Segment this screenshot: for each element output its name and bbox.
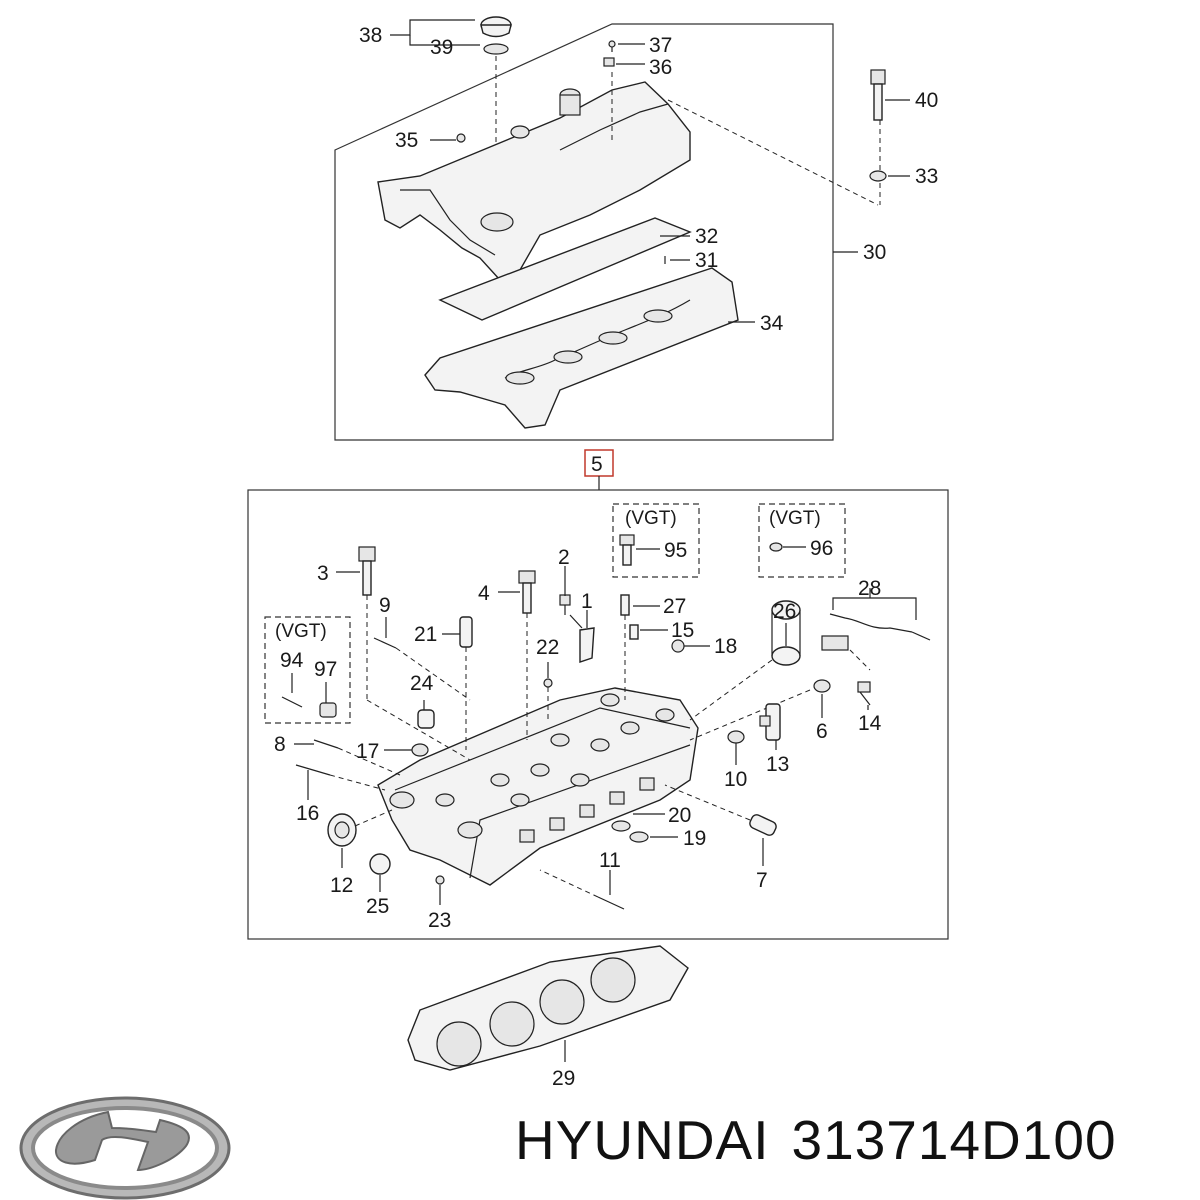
label-14: 14 xyxy=(858,712,882,735)
label-95: 95 xyxy=(664,539,687,562)
rocker-cover-gasket xyxy=(424,267,739,429)
hyundai-logo xyxy=(19,1096,231,1200)
label-27: 27 xyxy=(663,595,686,618)
label-9: 9 xyxy=(379,594,391,617)
head-parts xyxy=(295,546,931,910)
label-17: 17 xyxy=(356,740,379,763)
label-21: 21 xyxy=(414,623,437,646)
label-26: 26 xyxy=(773,600,796,623)
label-23: 23 xyxy=(428,909,451,932)
label-29: 29 xyxy=(552,1067,575,1090)
label-38: 38 xyxy=(359,24,382,47)
oil-baffle-plate xyxy=(438,217,692,321)
cover-hardware xyxy=(456,40,616,143)
vgt-box-95 xyxy=(612,503,700,578)
label-11: 11 xyxy=(599,849,621,872)
label-10: 10 xyxy=(724,768,747,791)
label-40: 40 xyxy=(915,89,938,112)
label-33: 33 xyxy=(915,165,938,188)
rocker-cover xyxy=(377,72,881,281)
label-3: 3 xyxy=(317,562,329,585)
cover-bolt xyxy=(869,69,887,182)
label-34: 34 xyxy=(760,312,784,335)
label-7: 7 xyxy=(756,869,768,892)
label-36: 36 xyxy=(649,56,672,79)
label-31: 31 xyxy=(695,249,718,272)
vgt-label-c: (VGT) xyxy=(275,621,327,642)
label-6: 6 xyxy=(816,720,828,743)
label-16: 16 xyxy=(296,802,319,825)
label-37: 37 xyxy=(649,34,672,57)
vgt-box-94-97 xyxy=(264,616,351,724)
label-97: 97 xyxy=(314,658,337,681)
part-number: 313714D100 xyxy=(791,1109,1117,1171)
label-96: 96 xyxy=(810,537,833,560)
label-8: 8 xyxy=(274,733,286,756)
head-group-frame xyxy=(247,489,949,940)
label-18: 18 xyxy=(714,635,737,658)
head-leaders xyxy=(294,566,869,905)
label-24: 24 xyxy=(410,672,434,695)
brand-name: HYUNDAI xyxy=(515,1109,770,1171)
cylinder-head xyxy=(377,687,699,886)
assembly-5-tag: 5 xyxy=(584,449,614,490)
label-25: 25 xyxy=(366,895,389,918)
caption: HYUNDAI 313714D100 xyxy=(515,1108,1195,1188)
label-30: 30 xyxy=(863,241,886,264)
vgt-label-a: (VGT) xyxy=(625,508,677,529)
label-19: 19 xyxy=(683,827,706,850)
label-2: 2 xyxy=(558,546,570,569)
label-94: 94 xyxy=(280,649,304,672)
label-12: 12 xyxy=(330,874,353,897)
label-39: 39 xyxy=(430,36,453,59)
label-4: 4 xyxy=(478,582,490,605)
label-22: 22 xyxy=(536,636,559,659)
cover-group-frame xyxy=(334,23,834,441)
label-28: 28 xyxy=(858,577,881,600)
label-13: 13 xyxy=(766,753,789,776)
vgt-label-b: (VGT) xyxy=(769,508,821,529)
cover-leaders xyxy=(390,19,910,323)
label-20: 20 xyxy=(668,804,691,827)
label-5: 5 xyxy=(591,453,603,476)
oil-filler-cap xyxy=(480,16,512,216)
vgt-box-96 xyxy=(758,503,846,578)
head-gasket xyxy=(407,945,689,1071)
label-15: 15 xyxy=(671,619,694,642)
label-32: 32 xyxy=(695,225,718,248)
label-35: 35 xyxy=(395,129,418,152)
label-1: 1 xyxy=(581,590,593,613)
